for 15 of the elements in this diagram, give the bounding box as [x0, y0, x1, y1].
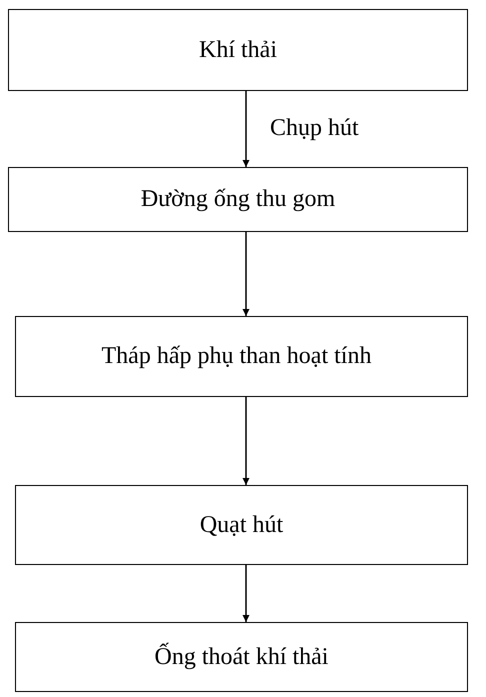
- process-box: [15, 485, 468, 565]
- step-text: Ống thoát khí thải: [154, 644, 328, 670]
- process-box: [15, 316, 468, 397]
- step-text: Quạt hút: [200, 512, 284, 538]
- arrow: [242, 91, 250, 167]
- process-box: [8, 9, 468, 91]
- process-box: [8, 167, 468, 232]
- step-text: Tháp hấp phụ than hoạt tính: [102, 343, 372, 370]
- step-text: Khí thải: [199, 36, 277, 64]
- arrow: [242, 232, 250, 316]
- arrow: [242, 565, 250, 622]
- process-box: [15, 622, 468, 692]
- step-text: Đường ống thu gom: [140, 186, 336, 213]
- arrow: [242, 397, 250, 485]
- edge-label: Chụp hút: [270, 115, 359, 142]
